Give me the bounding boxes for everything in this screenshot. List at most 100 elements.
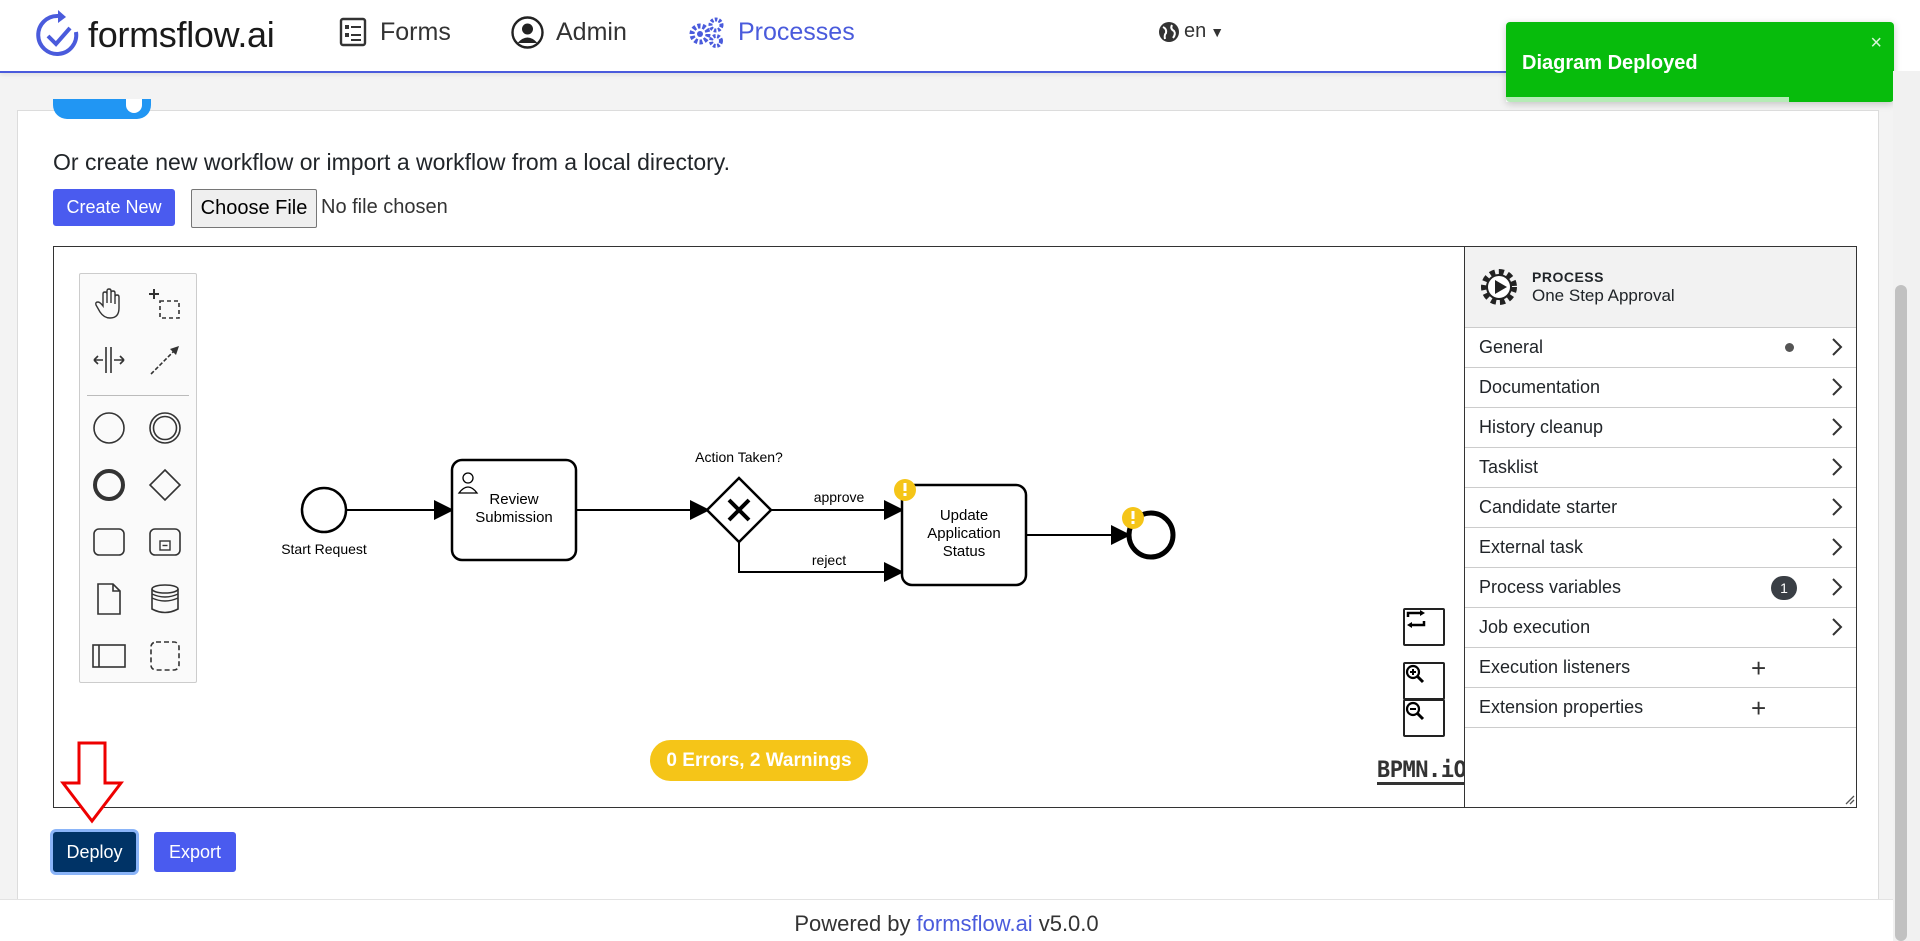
reset-view-icon [1406,610,1426,628]
group-tasklist[interactable]: Tasklist [1465,447,1856,488]
nav-admin[interactable]: Admin [511,14,627,50]
bpmn-modeler: Start Request Review Submission Action T… [53,246,1857,808]
admin-user-icon [511,15,544,49]
group-label: Documentation [1479,376,1601,397]
bpmn-io-logo[interactable]: BPMN.iO [1377,758,1467,785]
zoom-in-icon [1405,664,1425,684]
formsflow-logo-icon [36,10,79,56]
start-event-tool-icon[interactable] [89,408,129,448]
zoom-in-button[interactable] [1403,662,1445,700]
choose-file-button[interactable]: Choose File [191,189,317,228]
data-store-tool-icon[interactable] [145,579,185,619]
close-icon[interactable]: × [1870,32,1882,54]
footer-prefix: Powered by [794,911,911,936]
nav-forms-label: Forms [380,17,451,46]
warning-icon[interactable] [1122,507,1144,529]
pool-tool-icon[interactable] [89,636,129,676]
group-label: Candidate starter [1479,496,1618,517]
warning-icon[interactable] [894,479,916,501]
create-new-button[interactable]: Create New [53,189,175,226]
gateway-label: Action Taken? [695,449,783,465]
data-object-tool-icon[interactable] [89,579,129,619]
group-label: Tasklist [1479,456,1539,477]
toast-message: Diagram Deployed [1522,52,1698,74]
space-tool-icon[interactable] [89,340,129,380]
group-tool-icon[interactable] [145,636,185,676]
language-dropdown[interactable]: en ▼ [1158,20,1224,43]
element-type-label: PROCESS [1532,269,1604,285]
success-toast: Diagram Deployed × [1506,22,1894,102]
bpmn-diagram [300,458,1176,587]
nav-processes-label: Processes [738,17,855,46]
start-event-label: Start Request [281,541,367,557]
group-label: History cleanup [1479,416,1604,437]
group-label: Job execution [1479,616,1591,637]
user-task-icon [457,472,479,494]
reset-view-button[interactable] [1403,608,1445,646]
end-event-tool-icon[interactable] [89,465,129,505]
group-extension-properties[interactable]: Extension properties + [1465,687,1856,728]
group-external-task[interactable]: External task [1465,527,1856,568]
reject-flow-label: reject [811,552,847,568]
nav-processes[interactable]: Processes [688,14,855,50]
globe-icon [1159,21,1179,42]
chevron-right-icon [1832,378,1843,396]
start-event[interactable] [300,486,348,534]
add-plus-icon[interactable]: + [1751,653,1767,683]
chevron-right-icon [1832,418,1843,436]
properties-header: PROCESS One Step Approval [1465,247,1856,328]
gateway-x-marker [727,498,751,522]
task-update-label: Update Application Status [927,507,1001,560]
chevron-right-icon [1832,538,1843,556]
intermediate-event-tool-icon[interactable] [145,408,185,448]
count-badge: 1 [1771,576,1797,600]
nav-admin-label: Admin [556,17,627,46]
lasso-tool-icon[interactable] [145,284,185,324]
chevron-right-icon [1832,578,1843,596]
lint-status-badge[interactable]: 0 Errors, 2 Warnings [650,740,868,781]
task-tool-icon[interactable] [89,522,129,562]
chevron-right-icon [1832,338,1843,356]
caret-down-icon: ▼ [1210,23,1225,40]
task-review-label: Review Submission [475,491,553,526]
brand[interactable]: formsflow.ai [36,6,275,64]
nav-forms[interactable]: Forms [338,14,451,50]
approve-flow-label: approve [813,489,865,505]
toggle-knob [126,99,142,113]
chevron-right-icon [1832,618,1843,636]
toast-progress-bar [1506,97,1790,102]
scrollbar-thumb[interactable] [1895,285,1907,941]
workflow-intro-text: Or create new workflow or import a workf… [53,149,730,175]
red-down-arrow-icon [60,741,124,824]
gateway-tool-icon[interactable] [145,465,185,505]
zoom-out-icon [1405,701,1425,721]
zoom-out-button[interactable] [1403,699,1445,737]
group-history-cleanup[interactable]: History cleanup [1465,407,1856,448]
group-candidate-starter[interactable]: Candidate starter [1465,487,1856,528]
subprocess-tool-icon[interactable] [145,522,185,562]
language-label: en [1184,20,1207,42]
process-gear-icon [1481,269,1517,305]
add-plus-icon[interactable]: + [1751,693,1767,723]
group-job-execution[interactable]: Job execution [1465,607,1856,648]
footer-link[interactable]: formsflow.ai [916,911,1033,936]
group-process-variables[interactable]: Process variables 1 [1465,567,1856,608]
forms-icon [339,17,367,47]
group-documentation[interactable]: Documentation [1465,367,1856,408]
sequence-flow-reject[interactable] [738,542,904,582]
hand-tool-icon[interactable] [89,284,129,324]
palette-separator [87,395,189,396]
bpmn-canvas[interactable]: Start Request Review Submission Action T… [54,247,1467,807]
resize-handle-icon[interactable] [1843,793,1855,805]
group-general[interactable]: General [1465,327,1856,368]
group-label: Extension properties [1479,696,1644,717]
global-connect-tool-icon[interactable] [145,340,185,380]
export-button[interactable]: Export [154,832,236,872]
deploy-button[interactable]: Deploy [53,832,136,872]
page-footer: Powered by formsflow.ai v5.0.0 [0,899,1893,941]
gears-icon [689,17,724,48]
group-label: Execution listeners [1479,656,1631,677]
group-label: Process variables [1479,576,1622,597]
file-status-text: No file chosen [321,196,448,218]
group-execution-listeners[interactable]: Execution listeners + [1465,647,1856,688]
